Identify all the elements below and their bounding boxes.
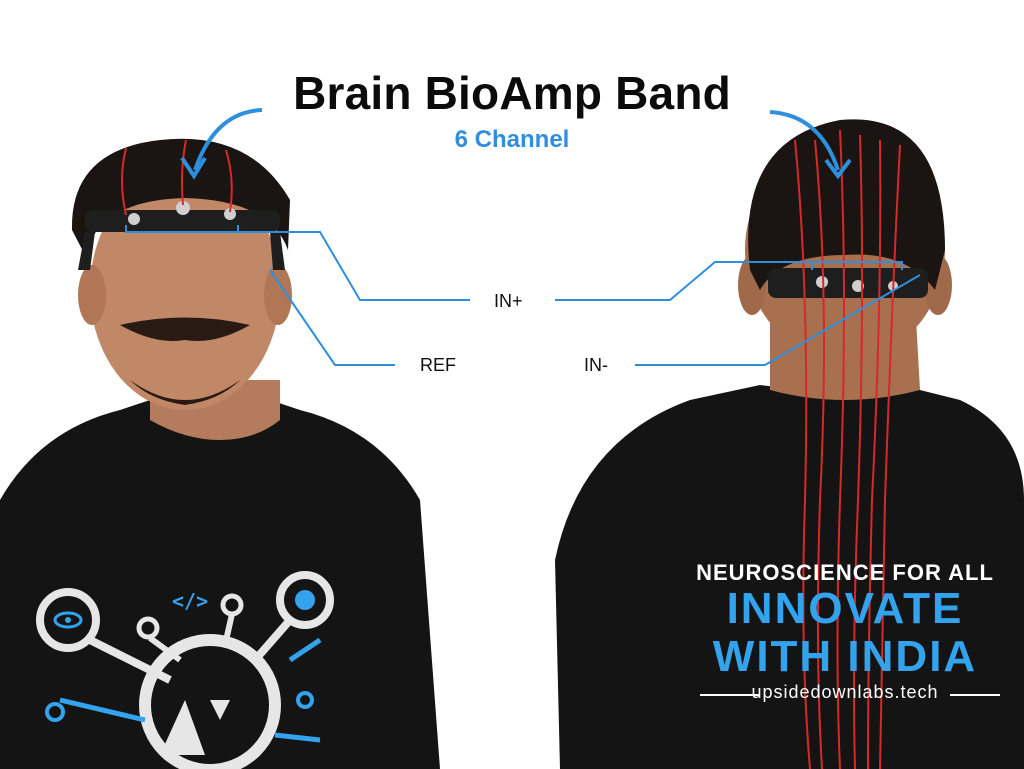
label-in-plus: IN+: [494, 291, 523, 311]
electrode-front-2: [176, 201, 190, 215]
electrode-back-2: [852, 280, 864, 292]
shirt-line-2: INNOVATE: [726, 584, 964, 633]
label-ref: REF: [420, 355, 456, 375]
shirt-line-3: WITH INDIA: [712, 632, 978, 681]
shirt-line-1: NEUROSCIENCE FOR ALL: [696, 560, 994, 585]
electrode-back-1: [816, 276, 828, 288]
label-in-minus: IN-: [584, 355, 608, 375]
page-title: Brain BioAmp Band: [293, 67, 731, 119]
gear-icon-small: [296, 691, 314, 709]
eye-icon: [53, 611, 83, 629]
arrow-right: [769, 110, 840, 171]
diode-icon: [210, 700, 230, 720]
line-in-plus-right: [555, 261, 812, 301]
gear-icon: [45, 702, 65, 722]
electrode-front-3: [224, 208, 236, 220]
electrode-front-1: [128, 213, 140, 225]
line-ref: [269, 269, 395, 366]
line-in-plus-left: [238, 231, 470, 301]
page-subtitle: 6 Channel: [454, 126, 570, 153]
arrow-left: [193, 108, 263, 171]
line-in-minus: [635, 274, 921, 366]
person-front: </>: [0, 138, 440, 769]
shirt-line-4: upsidedownlabs.tech: [751, 682, 939, 702]
brain-icon: [295, 590, 315, 610]
code-icon: </>: [172, 589, 208, 613]
person-back: [555, 119, 1024, 769]
opamp-icon: [160, 700, 205, 755]
